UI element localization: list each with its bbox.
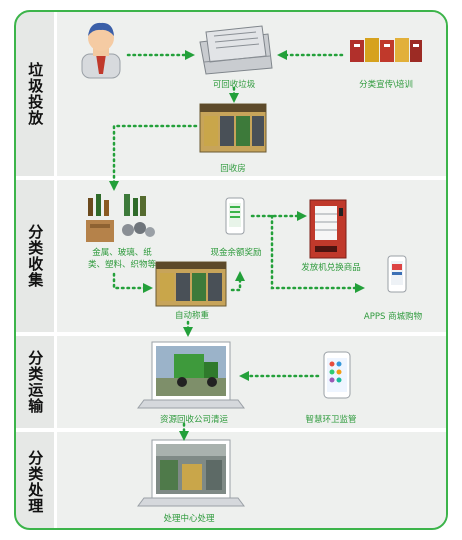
section-panel-collect [57,180,446,332]
section-label-transport: 分类运输 [26,350,45,414]
arrow-house-to-materials [109,124,198,191]
newspaper-pile-icon [199,25,273,75]
flyers-icon [350,38,422,62]
flow-diagram: 垃圾投放 分类收集 分类运输 分类处理 可回收垃圾 分类宣传\培训 回收房 金属… [14,10,448,530]
caption-materials-2: 类、塑料、织物等 [87,260,156,270]
caption-smart-monitor: 智慧环卫监管 [305,415,357,425]
arrow-materials-to-weighing [112,272,153,293]
caption-promotion-training: 分类宣传\培训 [359,80,413,90]
phone-icon [225,197,245,235]
truck-icon [137,341,245,409]
kiosk-icon [199,103,267,153]
caption-processing-center: 处理中心处理 [163,514,215,524]
phone-icon [323,351,351,399]
section-label-dispose: 垃圾投放 [26,62,45,126]
section-label-collect: 分类收集 [26,224,45,288]
person-icon [81,22,121,79]
section-divider [16,176,446,180]
kiosk-icon [155,261,227,307]
phone-icon [387,255,407,293]
section-divider [16,332,446,336]
caption-recycling-house: 回收房 [220,164,246,174]
section-label-process: 分类处理 [26,450,45,514]
caption-vending-exchange: 发放机兑换商品 [301,263,361,273]
arrow-weighing-to-cash [230,271,245,292]
section-panel-process [57,432,446,528]
caption-recyclable-waste: 可回收垃圾 [212,80,256,90]
caption-recycling-company: 资源回收公司清运 [159,415,228,425]
warehouse-icon [137,439,245,507]
section-divider [16,428,446,432]
caption-materials-1: 金属、玻璃、纸 [92,248,152,258]
caption-cash-reward: 现金余额奖励 [210,248,262,258]
bottles-icon [86,194,155,242]
vending-machine-icon [309,199,347,259]
diagram-graphics [81,22,422,507]
section-panel-transport [57,336,446,428]
caption-auto-weighing: 自动称重 [174,311,209,321]
caption-apps-shopping: APPS 商城购物 [363,312,423,322]
label-column-divider [54,12,57,528]
arrow-cash-to-apps [270,214,365,293]
